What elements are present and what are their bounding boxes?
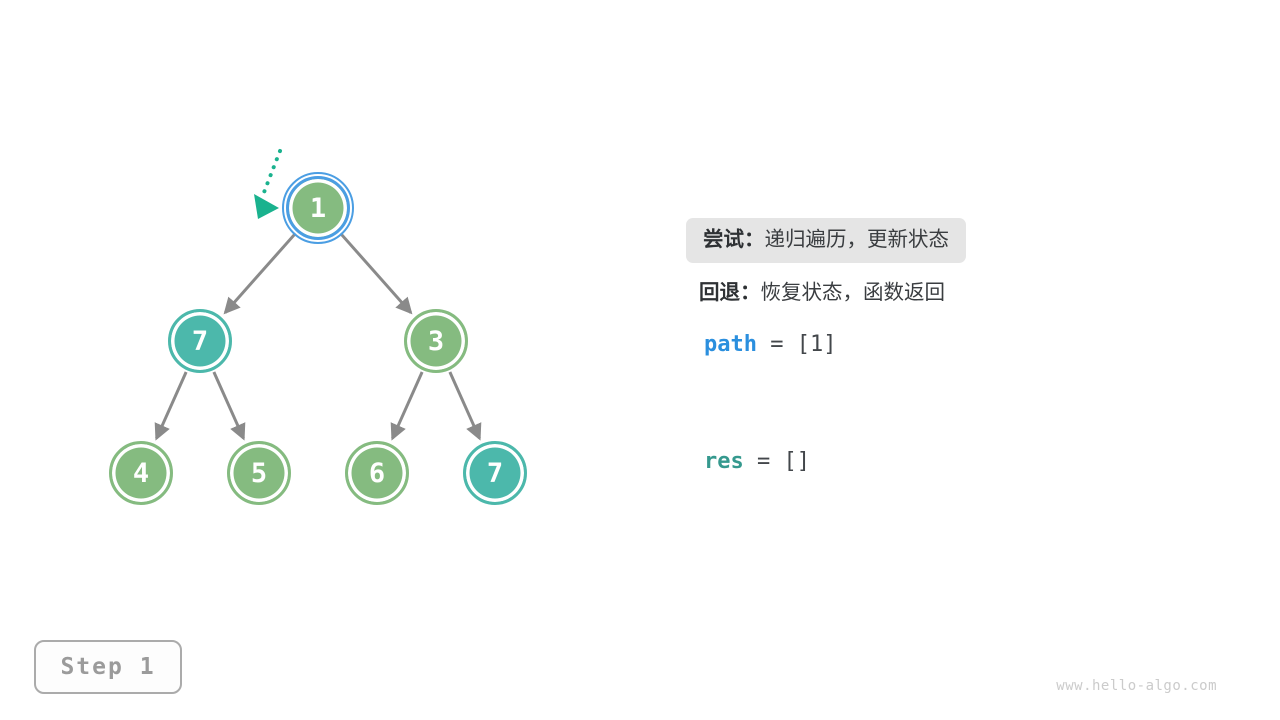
tree-node-n4: 4 xyxy=(109,441,173,505)
tree-edge-n1-n7 xyxy=(223,232,297,315)
path-variable-name: path xyxy=(704,332,757,357)
path-variable-value: = [1] xyxy=(756,332,837,357)
annotation-try-text: 递归遍历，更新状态 xyxy=(764,228,950,251)
annotation-back: 回退：恢复状态，函数返回 xyxy=(699,281,946,304)
res-variable-name: res xyxy=(704,449,744,474)
path-variable: path = [1] xyxy=(704,334,836,356)
tree-node-n5: 5 xyxy=(227,441,291,505)
tree-node-n3: 3 xyxy=(404,309,468,373)
tree-node-n7: 7 xyxy=(168,309,232,373)
tree-edge-n7-n5 xyxy=(212,371,246,441)
tree-edge-n3-n7b xyxy=(448,371,482,441)
annotation-try-label: 尝试： xyxy=(703,228,765,251)
tree-node-n6: 6 xyxy=(345,441,409,505)
tree-node-n1: 1 xyxy=(281,171,355,245)
step-badge: Step 1 xyxy=(34,640,182,694)
annotation-try: 尝试：递归遍历，更新状态 xyxy=(686,218,966,263)
annotation-back-label: 回退： xyxy=(699,281,761,304)
tree-edge-n1-n3 xyxy=(339,232,413,315)
pointer-arrow-icon xyxy=(254,149,282,219)
res-variable: res = [] xyxy=(704,451,810,473)
annotation-back-text: 恢复状态，函数返回 xyxy=(760,281,946,304)
tree-node-n7b: 7 xyxy=(463,441,527,505)
watermark: www.hello-algo.com xyxy=(1056,678,1217,694)
res-variable-value: = [] xyxy=(743,449,810,474)
tree-edge-n7-n4 xyxy=(154,371,188,441)
tree-edge-n3-n6 xyxy=(390,371,424,441)
step-badge-label: Step 1 xyxy=(60,654,156,680)
